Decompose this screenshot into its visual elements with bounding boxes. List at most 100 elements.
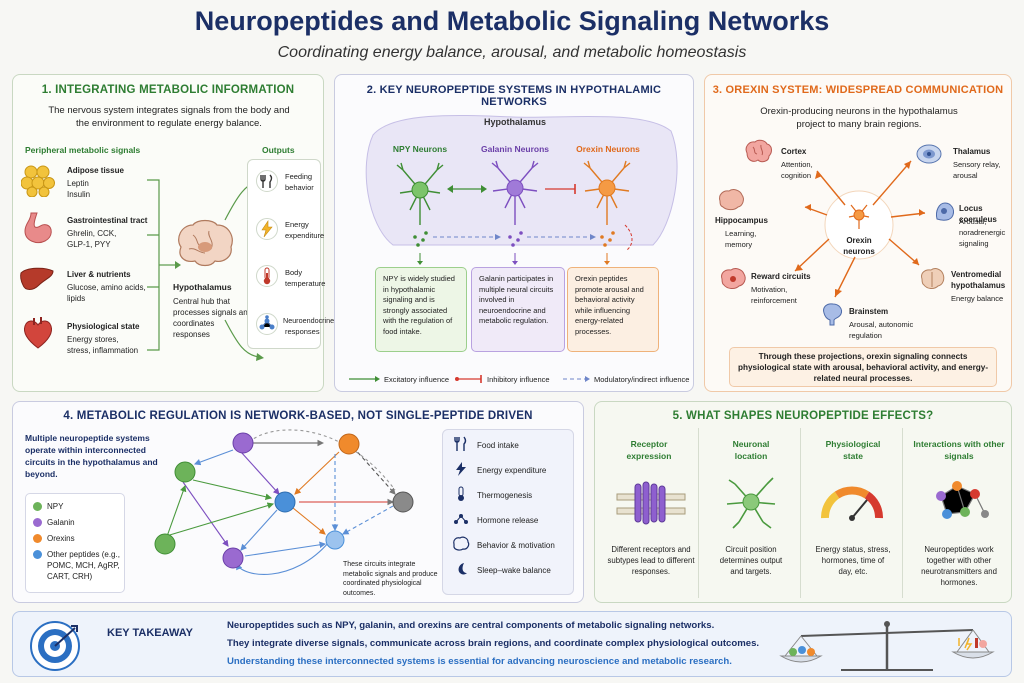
output-feeding-2: behavior (285, 183, 314, 192)
target-locus-d3: signaling (959, 239, 989, 248)
heart-icon (23, 317, 53, 349)
target-reward-d2: reinforcement (751, 296, 797, 305)
panel-network-regulation: 4. METABOLIC REGULATION IS NETWORK-BASED… (12, 401, 584, 603)
outcome-thermogenesis: Thermogenesis (477, 491, 533, 500)
npy-neurons-label: NPY Neurons (392, 144, 448, 154)
column-receptor (603, 428, 699, 598)
node-other-right (325, 530, 345, 550)
desc-location: Circuit position determines output and t… (719, 545, 783, 576)
legend-other-label: Other peptides (e.g., POMC, MCH, AgRP, C… (47, 550, 120, 581)
key-takeaway-banner: KEY TAKEAWAY Neuropeptides such as NPY, … (12, 611, 1012, 677)
target-thalamus-d2: arousal (953, 171, 978, 180)
legend-inhibitory: Inhibitory influence (487, 375, 550, 384)
neuron-diagram (349, 160, 633, 383)
outcome-hormone-release: Hormone release (477, 516, 539, 525)
orexin-neurons-label: Orexin Neurons (576, 144, 640, 154)
signal-name-physiological: Physiological state (67, 322, 140, 331)
column-location (701, 428, 801, 598)
signal-name-adipose: Adipose tissue (67, 166, 124, 175)
heading-interactions: Interactions with other signals (913, 439, 1005, 461)
target-cortex: Cortex (781, 147, 807, 156)
desc-interactions: Neuropeptides work together with other n… (921, 545, 997, 587)
column-state (803, 428, 903, 598)
signal-detail-physiological-1: Energy stores, (67, 335, 119, 344)
panel-intro: Multiple neuropeptide systems operate wi… (25, 433, 158, 479)
target-hippocampus: Hippocampus (715, 216, 768, 225)
signal-name-liver: Liver & nutrients (67, 270, 131, 279)
panel-title: 3. OREXIN SYSTEM: WIDESPREAD COMMUNICATI… (712, 84, 1004, 96)
thermometer-icon (256, 265, 278, 287)
outputs-heading: Outputs (262, 145, 295, 155)
stomach-icon (24, 212, 52, 244)
target-cortex-d1: Attention, (781, 160, 813, 169)
signal-detail-gi-1: Ghrelin, CCK, (67, 229, 117, 238)
hippocampus-icon (719, 189, 744, 211)
lightning-icon (256, 218, 278, 240)
outcome-behavior-motivation: Behavior & motivation (477, 541, 555, 550)
node-other-center (274, 491, 296, 513)
npy-description-card: NPY is widely studied in hypothalamic si… (375, 267, 467, 352)
region-label: Hypothalamus (483, 117, 546, 127)
legend-galanin-label: Galanin (47, 518, 75, 527)
network-legend (25, 493, 125, 593)
target-cortex-d2: cognition (781, 171, 812, 180)
outcome-food-intake: Food intake (477, 441, 519, 450)
target-locus-coeruleus: Locus coeruleus (959, 204, 997, 224)
fat-cells-icon (21, 165, 55, 197)
galanin-description-card: Galanin participates in multiple neural … (471, 267, 565, 352)
neuron-icon (726, 477, 776, 529)
node-galanin-top (232, 432, 254, 454)
node-npy-bottom (154, 533, 176, 555)
panel-orexin-system: 3. OREXIN SYSTEM: WIDESPREAD COMMUNICATI… (704, 74, 1012, 392)
npy-description: NPY is widely studied in hypothalamic si… (383, 274, 455, 336)
galanin-description: Galanin participates in multiple neural … (479, 274, 554, 325)
gauge-icon (821, 486, 883, 521)
heading-receptor: Receptor expression (626, 439, 672, 461)
output-temperature-2: temperature (285, 279, 326, 288)
locus-coeruleus-icon (936, 202, 954, 221)
cortex-icon (745, 139, 772, 163)
signal-detail-adipose-1: Leptin (67, 179, 89, 188)
npy-neuron-icon (396, 162, 444, 225)
node-gray-right (392, 491, 414, 513)
panel-title: 2. KEY NEUROPEPTIDE SYSTEMS IN HYPOTHALA… (366, 84, 662, 108)
node-npy-left (174, 461, 196, 483)
target-thalamus-d1: Sensory relay, (953, 160, 1001, 169)
output-neuroendocrine-1: Neuroendocrine (283, 316, 335, 325)
network-icon (936, 481, 989, 519)
panel-title: 4. METABOLIC REGULATION IS NETWORK-BASED… (63, 410, 533, 422)
takeaway-heading: KEY TAKEAWAY (107, 627, 193, 639)
target-reward-d1: Motivation, (751, 285, 788, 294)
page-title: Neuropeptides and Metabolic Signaling Ne… (194, 6, 830, 36)
fork-knife-icon (454, 436, 467, 451)
signal-detail-adipose-2: Insulin (67, 190, 91, 199)
outcomes-box (442, 429, 574, 595)
lightning-icon (456, 462, 466, 476)
network-note: These circuits integrate metabolic signa… (343, 561, 438, 597)
panel-title: 5. WHAT SHAPES NEUROPEPTIDE EFFECTS? (672, 410, 934, 422)
panel-intro: Orexin-producing neurons in the hypothal… (760, 106, 958, 130)
takeaway-line-1: Neuropeptides such as NPY, galanin, and … (227, 620, 715, 631)
orexin-projection-diagram (794, 160, 926, 298)
thermometer-icon (458, 486, 464, 501)
outcome-energy-expenditure: Energy expenditure (477, 466, 547, 475)
target-locus-d2: noradrenergic (959, 228, 1006, 237)
output-energy-2: expenditure (285, 231, 325, 240)
panel-integrating-metabolic-information: 1. INTEGRATING METABOLIC INFORMATION The… (12, 74, 334, 392)
target-reward: Reward circuits (751, 272, 811, 281)
signal-detail-gi-2: GLP-1, PYY (67, 240, 111, 249)
target-brainstem-d2: regulation (849, 331, 882, 340)
vmh-icon (921, 268, 945, 289)
peripheral-heading: Peripheral metabolic signals (25, 145, 141, 155)
molecule-icon (256, 313, 278, 335)
hub-title: Hypothalamus (173, 282, 232, 292)
desc-state: Energy status, stress, hormones, time of… (815, 545, 891, 576)
output-neuroendocrine-2: responses (285, 327, 320, 336)
legend-orexins-label: Orexins (47, 534, 75, 543)
target-thalamus: Thalamus (953, 147, 991, 156)
reward-icon (721, 268, 746, 289)
panel-key-neuropeptide-systems: 2. KEY NEUROPEPTIDE SYSTEMS IN HYPOTHALA… (334, 74, 694, 392)
page-subtitle: Coordinating energy balance, arousal, an… (277, 44, 747, 61)
brain-icon (178, 219, 233, 267)
galanin-neurons-label: Galanin Neurons (480, 144, 549, 154)
